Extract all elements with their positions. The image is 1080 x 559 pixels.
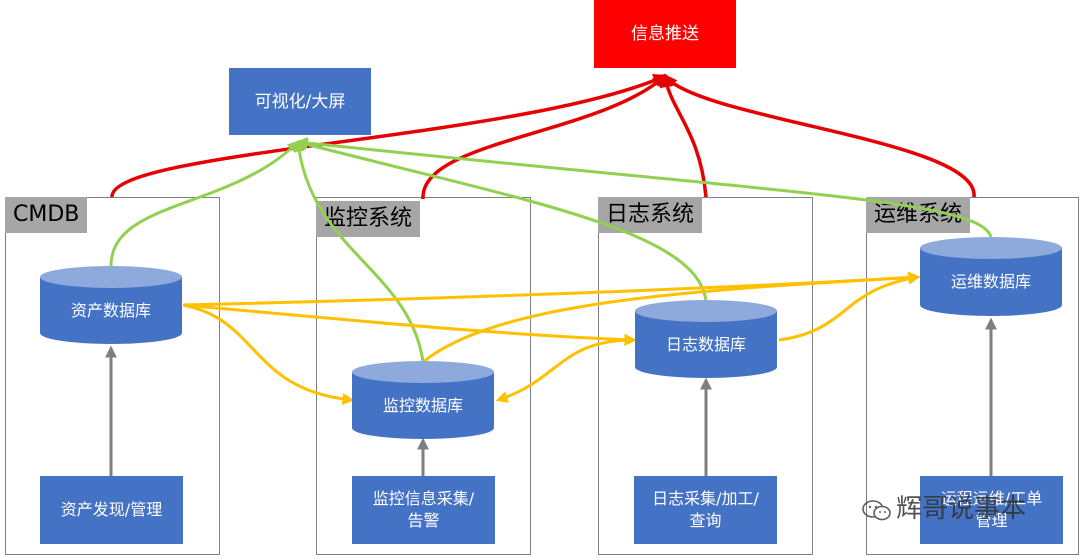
red-line-ops — [663, 73, 976, 198]
gray-arrows — [105, 317, 997, 476]
visual-box: 可视化/大屏 — [229, 68, 371, 135]
watermark: 辉哥说事本 — [862, 488, 1026, 525]
red-line-monitor — [421, 74, 668, 200]
green-line-cmdb — [109, 140, 300, 268]
yellow-monitor-to-ops — [422, 271, 921, 364]
yellow-asset-to-monitor — [182, 303, 355, 406]
cmdb-title: CMDB — [5, 197, 88, 233]
cmdb-db — [40, 266, 182, 344]
log-db-label: 日志数据库 — [666, 335, 746, 354]
red-line-cmdb — [110, 74, 668, 198]
green-line-ops — [295, 137, 993, 238]
log-source-box: 日志采集/加工/查询 — [634, 476, 777, 544]
push-box: 信息推送 — [594, 0, 736, 68]
yellow-monitor-log — [495, 334, 637, 403]
monitor-db — [352, 361, 494, 439]
green-line-log — [295, 138, 708, 303]
cmdb-source-box: 资产发现/管理 — [40, 476, 183, 544]
yellow-lines — [182, 271, 921, 406]
ops-db-label: 运维数据库 — [951, 272, 1031, 291]
red-lines — [110, 73, 976, 200]
cmdb-db-label: 资产数据库 — [71, 301, 151, 320]
monitor-source-box: 监控信息采集/告警 — [352, 476, 495, 544]
green-line-monitor — [293, 139, 425, 363]
yellow-asset-to-ops — [182, 271, 921, 307]
monitor-title: 监控系统 — [316, 201, 421, 237]
log-db — [635, 300, 777, 378]
wechat-icon — [862, 499, 891, 520]
ops-source-box: 运程运维/工单管理 — [920, 476, 1063, 544]
yellow-log-to-ops — [778, 272, 921, 342]
ops-db — [920, 237, 1062, 316]
watermark-text: 辉哥说事本 — [896, 494, 1027, 524]
monitor-db-label: 监控数据库 — [383, 396, 463, 415]
green-lines — [109, 137, 993, 363]
